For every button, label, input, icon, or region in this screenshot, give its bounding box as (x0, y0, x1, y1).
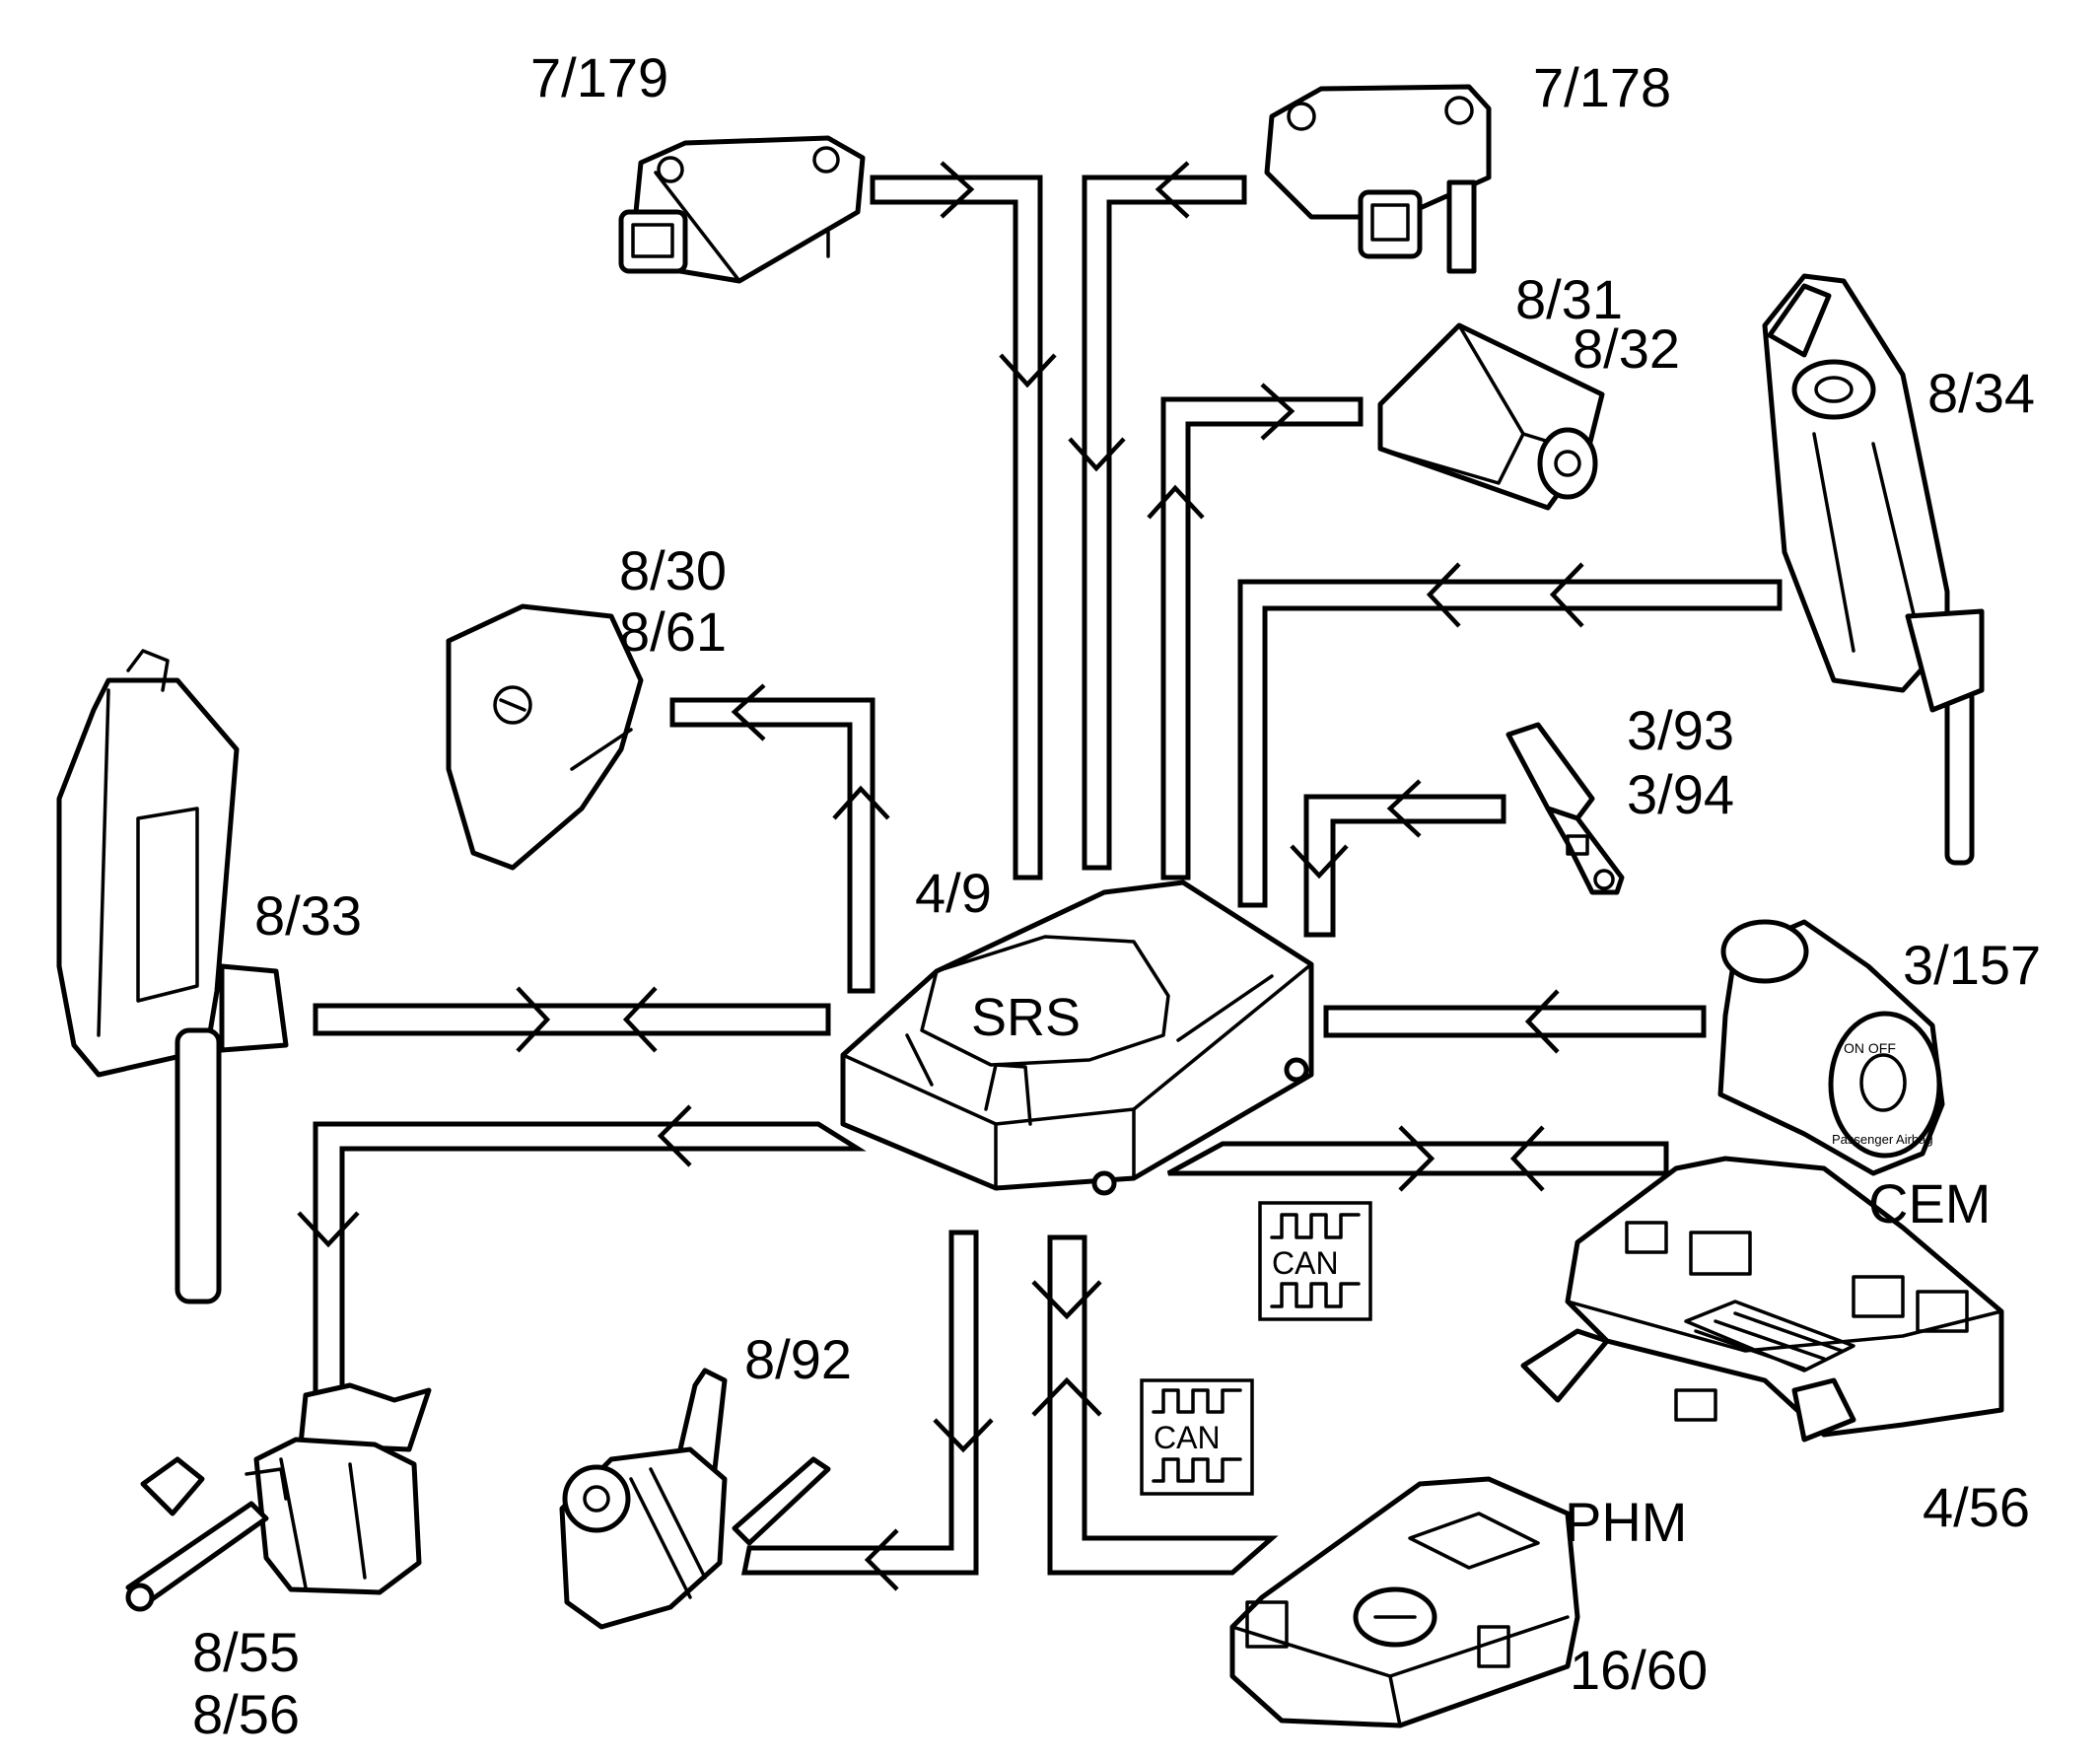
buckle-3-93 (1505, 722, 1625, 895)
direction-arrows (297, 161, 1584, 1591)
channel-8-30 (669, 697, 875, 994)
label-cem: CEM (1868, 1172, 1991, 1234)
tensioner-8-92 (559, 1368, 831, 1630)
srs-module: SRS (840, 880, 1314, 1196)
arrow (1524, 989, 1560, 1054)
arrow (297, 1211, 360, 1248)
retractor-8-55 (125, 1382, 432, 1612)
can-icon-2: CAN (1140, 1378, 1254, 1496)
channel-7-178 (1082, 175, 1247, 871)
tensioner-8-34 (1762, 273, 1985, 866)
arrow (1155, 161, 1190, 219)
can-icon-1: CAN (1258, 1201, 1372, 1321)
arrow (1398, 1125, 1435, 1192)
channel-8-92 (740, 1230, 979, 1576)
label-8-56: 8/56 (192, 1683, 300, 1745)
label-8-31: 8/31 (1515, 268, 1623, 330)
label-3-93: 3/93 (1627, 699, 1734, 761)
arrow (940, 161, 975, 219)
label-4-9: 4/9 (915, 862, 992, 924)
channel-8-33 (313, 1003, 831, 1036)
cem-4-56 (1520, 1156, 2004, 1443)
switch-on-off-text: ON OFF (1844, 1040, 1896, 1056)
arrow (1031, 1280, 1102, 1320)
arrow (731, 683, 766, 741)
label-8-92: 8/92 (744, 1328, 852, 1390)
channel-cem (1166, 1141, 1669, 1176)
arrow (1290, 844, 1349, 880)
arrow (622, 986, 658, 1053)
label-16-60: 16/60 (1570, 1639, 1708, 1701)
channel-phm (1047, 1234, 1279, 1576)
label-8-34: 8/34 (1927, 362, 2035, 424)
label-7-179: 7/179 (530, 46, 668, 108)
tensioner-8-33 (56, 649, 289, 1304)
sensor-7-179 (618, 135, 866, 284)
airbag-8-30 (446, 603, 644, 871)
arrow (657, 1104, 692, 1167)
switch-caption-text: Passenger Airbag (1832, 1132, 1933, 1147)
arrow (1260, 383, 1295, 441)
channel-8-34 (1237, 579, 1783, 908)
component-labels: 7/179 7/178 8/31 8/32 8/34 8/30 8/61 3/9… (192, 46, 2041, 1745)
label-3-157: 3/157 (1903, 934, 2041, 996)
label-4-56: 4/56 (1923, 1476, 2030, 1538)
srs-label: SRS (971, 988, 1081, 1047)
arrow (1426, 562, 1461, 628)
can-label-1: CAN (1272, 1245, 1339, 1281)
can-label-2: CAN (1154, 1420, 1221, 1455)
arrow (933, 1418, 994, 1453)
label-8-55: 8/55 (192, 1621, 300, 1683)
arrow (1147, 484, 1205, 520)
arrow (1549, 562, 1584, 628)
arrow (516, 986, 551, 1053)
arrow (999, 353, 1057, 388)
arrow (1068, 437, 1126, 472)
connection-channels (313, 175, 1783, 1576)
label-8-32: 8/32 (1573, 317, 1680, 380)
switch-3-157: ON OFF Passenger Airbag (1717, 919, 1945, 1176)
airbag-8-31 (1377, 322, 1605, 511)
label-phm: PHM (1565, 1491, 1687, 1553)
channel-7-179 (870, 175, 1043, 880)
phm-16-60 (1229, 1476, 1580, 1728)
label-7-178: 7/178 (1533, 56, 1671, 118)
label-8-61: 8/61 (619, 600, 727, 663)
sensor-7-178 (1264, 84, 1492, 274)
label-8-30: 8/30 (619, 539, 727, 601)
arrow (1031, 1376, 1102, 1417)
channel-8-31 (1160, 396, 1364, 880)
channel-3-157 (1323, 1005, 1707, 1038)
arrow (864, 1528, 899, 1591)
arrow (1386, 779, 1422, 838)
label-8-33: 8/33 (254, 884, 362, 947)
channel-3-93 (1303, 794, 1506, 938)
arrow (832, 785, 890, 820)
arrow (1509, 1125, 1545, 1192)
label-3-94: 3/94 (1627, 763, 1734, 825)
